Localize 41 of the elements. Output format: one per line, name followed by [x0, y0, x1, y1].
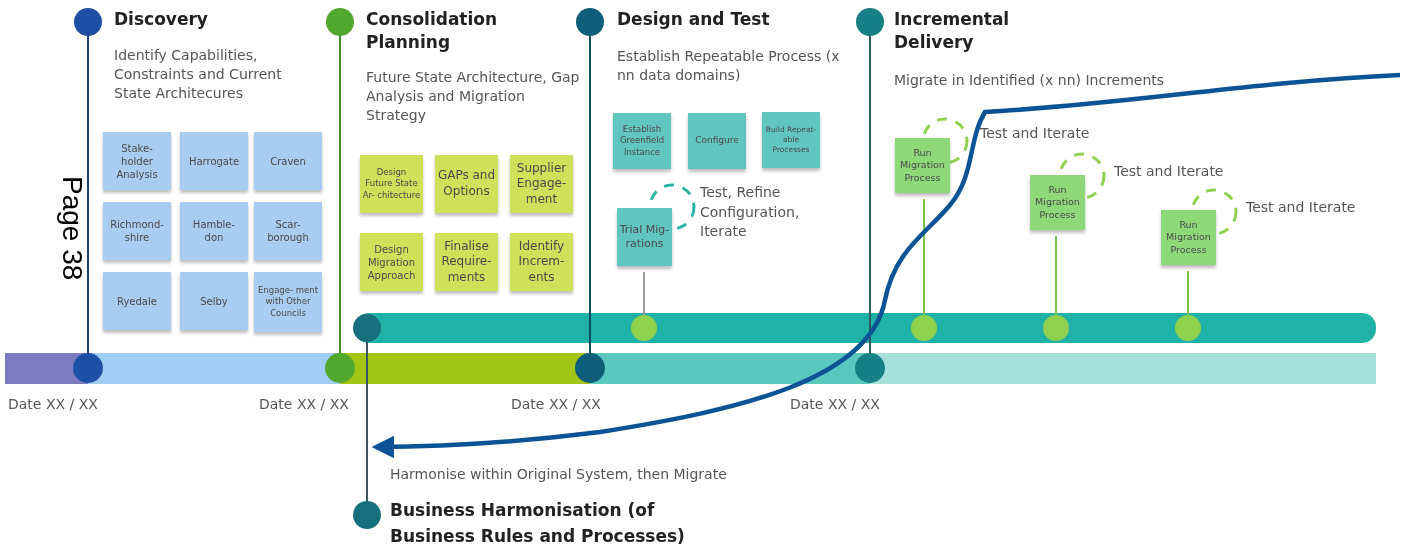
sticky-note: Selby [180, 272, 248, 330]
sticky-note: Run Migration Process [1161, 210, 1216, 265]
description-text: Harmonise within Original System, then Migrate [390, 465, 728, 484]
note-text: Test and Iterate [1114, 162, 1225, 181]
sticky-note: Configure [688, 113, 746, 169]
note-text: Test and Iterate [980, 124, 1091, 143]
sticky-note: Finalise Require- ments [435, 233, 498, 291]
phase-description: Establish Repeatable Process (x nn data domains) [617, 47, 841, 85]
sticky-note: Craven [254, 132, 322, 190]
milestone-heading: Business Harmonisation (of Business Rules and Processes) [390, 499, 686, 548]
sticky-note: Run Migration Process [895, 138, 950, 193]
sticky-note: Design Migration Approach [360, 233, 423, 291]
sticky-note: Identify Increm- ents [510, 233, 573, 291]
page-number: Page 38 [56, 176, 89, 281]
sticky-note: Supplier Engage- ment [510, 155, 573, 213]
sticky-note: Richmond- shire [103, 202, 171, 260]
phase-heading: Discovery [114, 8, 209, 31]
phase-heading: Consolidation Planning [366, 8, 499, 54]
date-label: Date XX / XX [511, 395, 601, 414]
sticky-note: Harrogate [180, 132, 248, 190]
date-label: Date XX / XX [259, 395, 349, 414]
sticky-note: Hamble- don [180, 202, 248, 260]
phase-description: Migrate in Identified (x nn) Increments [894, 71, 1166, 90]
sticky-note: GAPs and Options [435, 155, 498, 213]
phase-heading: Incremental Delivery [894, 8, 1011, 54]
sticky-note: Establish Greenfield Instance [613, 113, 671, 169]
date-label: Date XX / XX [790, 395, 880, 414]
phase-heading: Design and Test [617, 8, 771, 31]
date-label: Date XX / XX [8, 395, 98, 414]
sticky-note: Scar- borough [254, 202, 322, 260]
note-text: Test and Iterate [1246, 198, 1357, 217]
sticky-note: Engage- ment with Other Councils [254, 272, 322, 332]
note-text: Test, Refine Configuration, Iterate [700, 183, 801, 242]
sticky-note: Trial Mig- rations [617, 208, 672, 266]
phase-description: Identify Capabilities, Constraints and Current State Architecures [114, 46, 283, 103]
sticky-note: Stake- holder Analysis [103, 132, 171, 190]
sticky-note: Ryedale [103, 272, 171, 330]
sticky-note: Design Future State Ar- chitecture [360, 155, 423, 213]
phase-description: Future State Architecture, Gap Analysis and Migration Strategy [366, 68, 581, 125]
curved-arrow [371, 72, 1401, 459]
sticky-note: Run Migration Process [1030, 175, 1085, 230]
